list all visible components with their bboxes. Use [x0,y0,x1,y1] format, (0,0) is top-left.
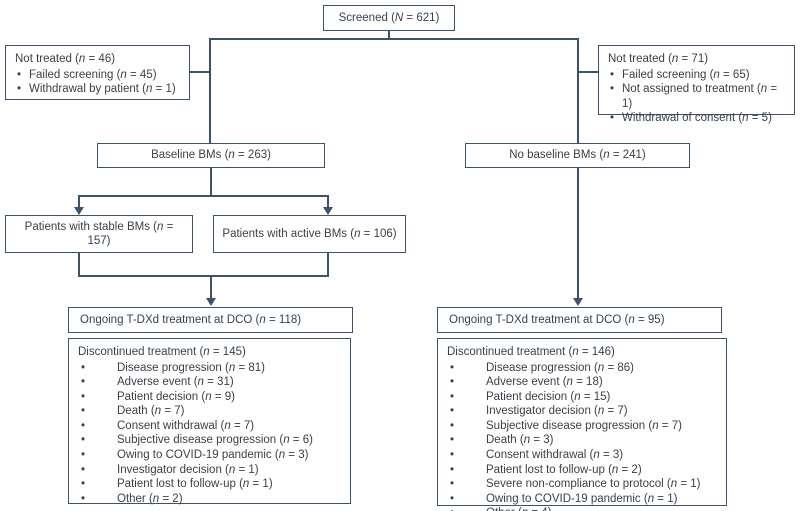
list-item: Failed screening (n = 45) [15,68,180,83]
active-bms-label: Patients with active BMs (n = 106) [222,227,397,240]
connector-baseline-down [210,168,212,195]
list-item: Patient decision (n = 9) [78,390,341,405]
baseline-bms-label: Baseline BMs (n = 263) [151,149,271,162]
connector-top-horizontal [209,38,579,40]
list-item: Patient lost to follow-up (n = 1) [78,477,341,492]
stable-bms-box: Patients with stable BMs (n = 157) [5,215,193,253]
connector-split-horizontal [78,195,329,197]
list-item: Adverse event (n = 31) [78,375,341,390]
list-item: Failed screening (n = 65) [608,68,785,83]
connector-merge-horizontal [78,275,329,277]
list-item: Death (n = 3) [447,433,717,448]
connector-not-treated-left [190,71,209,73]
stable-bms-label: Patients with stable BMs (n = 157) [24,220,174,248]
list-item: Patient lost to follow-up (n = 2) [447,463,717,478]
list-item: Severe non-compliance to protocol (n = 1… [447,477,717,492]
baseline-bms-box: Baseline BMs (n = 263) [97,143,325,168]
list-item: Subjective disease progression (n = 7) [447,419,717,434]
connector-left-trunk [209,38,211,143]
screened-box: Screened (N = 621) [323,5,455,31]
not-treated-left-list: Failed screening (n = 45)Withdrawal by p… [15,68,180,97]
list-item: Withdrawal by patient (n = 1) [15,82,180,97]
list-item: Other (n = 4) [447,506,717,511]
list-item: Not assigned to treatment (n = 1) [608,82,785,111]
list-item: Owing to COVID-19 pandemic (n = 3) [78,448,341,463]
connector-screened-down [388,31,390,40]
connector-merge-right [327,253,329,275]
list-item: Disease progression (n = 81) [78,361,341,376]
list-item: Consent withdrawal (n = 3) [447,448,717,463]
discontinued-left-title: Discontinued treatment (n = 145) [78,346,246,358]
discontinued-right-list: Disease progression (n = 86)Adverse even… [447,361,717,511]
arrowhead-stable [74,207,84,215]
arrowhead-active [323,207,333,215]
ongoing-left-label: Ongoing T-DXd treatment at DCO (n = 118) [80,313,302,326]
discontinued-right-box: Discontinued treatment (n = 146) Disease… [437,338,727,511]
list-item: Other (n = 2) [78,492,341,507]
arrowhead-ongoing-right [573,298,583,306]
connector-merge-left [78,253,80,275]
list-item: Disease progression (n = 86) [447,361,717,376]
discontinued-left-box: Discontinued treatment (n = 145) Disease… [68,338,351,507]
no-baseline-bms-label: No baseline BMs (n = 241) [509,149,646,162]
list-item: Investigator decision (n = 7) [447,404,717,419]
list-item: Subjective disease progression (n = 6) [78,433,341,448]
list-item: Owing to COVID-19 pandemic (n = 1) [447,492,717,507]
connector-arrow-active [327,195,329,208]
not-treated-left-title: Not treated (n = 46) [15,53,116,65]
ongoing-right-label: Ongoing T-DXd treatment at DCO (n = 95) [449,313,665,326]
connector-arrow-ongoing-right [577,168,579,299]
connector-arrow-ongoing-left [210,275,212,299]
not-treated-left-box: Not treated (n = 46) Failed screening (n… [5,45,190,100]
connector-not-treated-right [579,71,598,73]
ongoing-right-box: Ongoing T-DXd treatment at DCO (n = 95) [437,307,722,333]
not-treated-right-box: Not treated (n = 71) Failed screening (n… [598,45,795,125]
list-item: Withdrawal of consent (n = 5) [608,111,785,126]
list-item: Patient decision (n = 15) [447,390,717,405]
connector-right-trunk [577,38,579,143]
no-baseline-bms-box: No baseline BMs (n = 241) [465,143,690,168]
list-item: Death (n = 7) [78,404,341,419]
not-treated-right-title: Not treated (n = 71) [608,53,709,65]
connector-arrow-stable [78,195,80,208]
list-item: Consent withdrawal (n = 7) [78,419,341,434]
discontinued-right-title: Discontinued treatment (n = 146) [447,346,615,358]
discontinued-left-list: Disease progression (n = 81)Adverse even… [78,361,341,507]
ongoing-left-box: Ongoing T-DXd treatment at DCO (n = 118) [68,307,353,333]
list-item: Adverse event (n = 18) [447,375,717,390]
not-treated-right-list: Failed screening (n = 65)Not assigned to… [608,68,785,126]
list-item: Investigator decision (n = 1) [78,463,341,478]
active-bms-box: Patients with active BMs (n = 106) [213,215,406,253]
screened-label: Screened (N = 621) [338,11,440,24]
arrowhead-ongoing-left [206,298,216,306]
